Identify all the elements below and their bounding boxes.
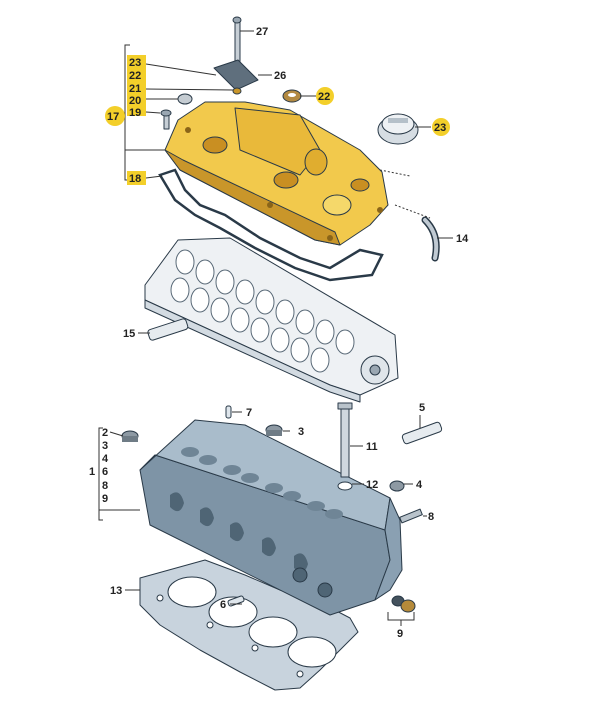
head-item-2: 2 [102,427,108,439]
callout-13: 13 [110,585,122,597]
callout-11: 11 [366,441,378,453]
head-item-8: 8 [102,480,108,492]
callout-3-top: 3 [298,426,304,438]
callout-labels: 27 26 22 23 14 15 7 3 5 11 12 4 8 13 6 9… [89,26,469,640]
plug-21 [232,87,242,95]
screw-19 [160,109,172,130]
callout-22-badge: 22 [316,87,334,105]
sleeve-15 [147,318,189,341]
callout-12: 12 [366,479,378,491]
head-item-6: 6 [102,466,108,478]
cover-item-22: 22 [129,70,141,82]
sleeve-5 [401,421,443,445]
callout-26: 26 [274,70,286,82]
sealing-plug-9 [391,595,416,613]
cover-item-18: 18 [129,173,141,185]
cover-main-17: 17 [107,111,119,123]
head-group-list: 2 3 4 6 8 9 1 [89,427,109,505]
oil-filler-cap [377,113,419,145]
pcv-bolt-27 [232,16,242,63]
callout-23-right-badge: 23 [432,118,450,136]
plug-20 [177,93,193,105]
head-item-9: 9 [102,493,108,505]
callout-6-bottom: 6 [220,599,226,611]
callout-22: 22 [318,91,330,103]
breather-hose [421,216,440,262]
cover-group-list: 23 22 21 20 19 18 17 [105,55,146,185]
callout-15: 15 [123,328,135,340]
stud-right [399,508,423,524]
seal-plug-left [121,430,139,442]
valve-cover [164,101,389,246]
cover-item-19: 19 [129,107,141,119]
bracket-26 [213,59,259,91]
dowel-pin-top [225,405,232,419]
head-main-1: 1 [89,466,95,478]
callout-14: 14 [456,233,469,245]
seal-plug-mid [265,424,283,436]
cylinder-head-gasket [139,559,359,691]
camshaft-housing [144,237,399,403]
valve-cover-gasket [158,168,384,282]
head-item-4: 4 [102,453,109,465]
callout-5: 5 [419,402,425,414]
callout-7: 7 [246,407,252,419]
callout-4-right: 4 [416,479,423,491]
callout-9-bottom: 9 [397,628,403,640]
head-bolt [337,402,353,478]
cover-item-21: 21 [129,83,141,95]
cover-item-23: 23 [129,57,141,69]
bolt-washer [337,481,353,491]
callout-23-right: 23 [434,122,446,134]
cylinder-head [139,419,403,616]
seal-22 [282,89,302,103]
head-item-3: 3 [102,440,108,452]
cover-item-20: 20 [129,95,141,107]
callout-8-right: 8 [428,511,434,523]
plug-right [389,480,405,492]
callout-27: 27 [256,26,268,38]
